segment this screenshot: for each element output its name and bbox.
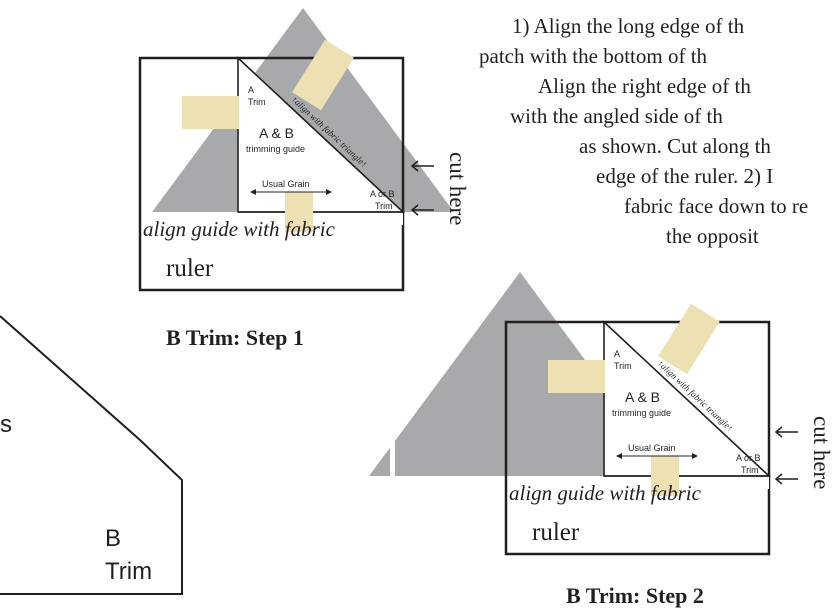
step1-a-trim-label-2: Trim [248,97,266,107]
instruction-line-6: edge of the ruler. 2) I [596,164,774,188]
step2-fabric-triangle [369,272,671,476]
step2-fabric-gap [390,440,395,480]
patch-label-trim: Trim [105,558,152,585]
step2-figure: A Trim A & B trimming guide ↑align with … [369,272,798,556]
step1-ab-trim-label: A or B [370,189,395,199]
step1-cut-arrow-lower [410,204,434,216]
step2-grain-arrowhead-left [616,453,622,459]
step1-grain-label: Usual Grain [262,179,310,189]
instruction-line-4: with the angled side of th [510,104,723,128]
instruction-line-5: as shown. Cut along th [579,134,771,158]
step2-ruler-label: ruler [532,519,580,546]
step1-ruler-label: ruler [166,255,214,282]
step2-ab-trim-label-2: Trim [741,465,759,475]
step1-a-trim-label: A [248,85,254,95]
step1-tape-diagonal [292,39,354,111]
patch-label-b: B [105,525,121,552]
step1-tape-bottom [285,192,313,232]
step2-tape-left [548,360,605,393]
step2-a-trim-label: A [614,349,620,359]
instruction-line-1: 1) Align the long edge of th [512,14,745,38]
patch-label-s: s [0,411,12,438]
step1-ruler [138,56,405,292]
step1-grain-arrowhead-right [326,189,332,195]
step1-tape-left [182,96,239,129]
step2-grain-arrowhead-right [692,453,698,459]
step1-figure: A Trim A & B trimming guide ↑align with … [138,8,454,292]
step2-guide-subtitle: trimming guide [612,408,671,418]
step1-ab-trim-label-2: Trim [375,201,393,211]
step2-align-text: align guide with fabric [509,481,702,505]
step2-cut-arrow-upper [774,426,798,438]
instruction-line-3: Align the right edge of th [538,74,751,98]
step1-grain-arrowhead-left [250,189,256,195]
instruction-line-2: patch with the bottom of th [479,44,708,68]
step2-cut-here-label: cut here [809,416,834,490]
step1-cut-arrow-upper [410,160,434,172]
step2-grain-label: Usual Grain [628,443,676,453]
step2-cut-arrow-lower [774,473,798,485]
step1-caption: B Trim: Step 1 [166,325,304,350]
step1-cut-here-label: cut here [445,152,470,226]
step2-caption: B Trim: Step 2 [566,583,704,608]
b-trim-patch-outline [0,315,183,595]
step1-guide-title: A & B [259,125,294,141]
step2-ab-trim-label: A or B [736,453,761,463]
step2-guide-title: A & B [625,389,660,405]
step2-a-trim-label-2: Trim [614,361,632,371]
instruction-line-7: fabric face down to re [624,194,809,218]
step2-tape-diagonal [658,303,720,375]
step2-tape-bottom [651,456,679,496]
instruction-line-8: the opposit [666,224,759,248]
step1-guide-subtitle: trimming guide [246,144,305,154]
step2-ruler [504,320,771,556]
step1-align-text: align guide with fabric [143,217,336,241]
step1-fabric-triangle [152,8,454,212]
